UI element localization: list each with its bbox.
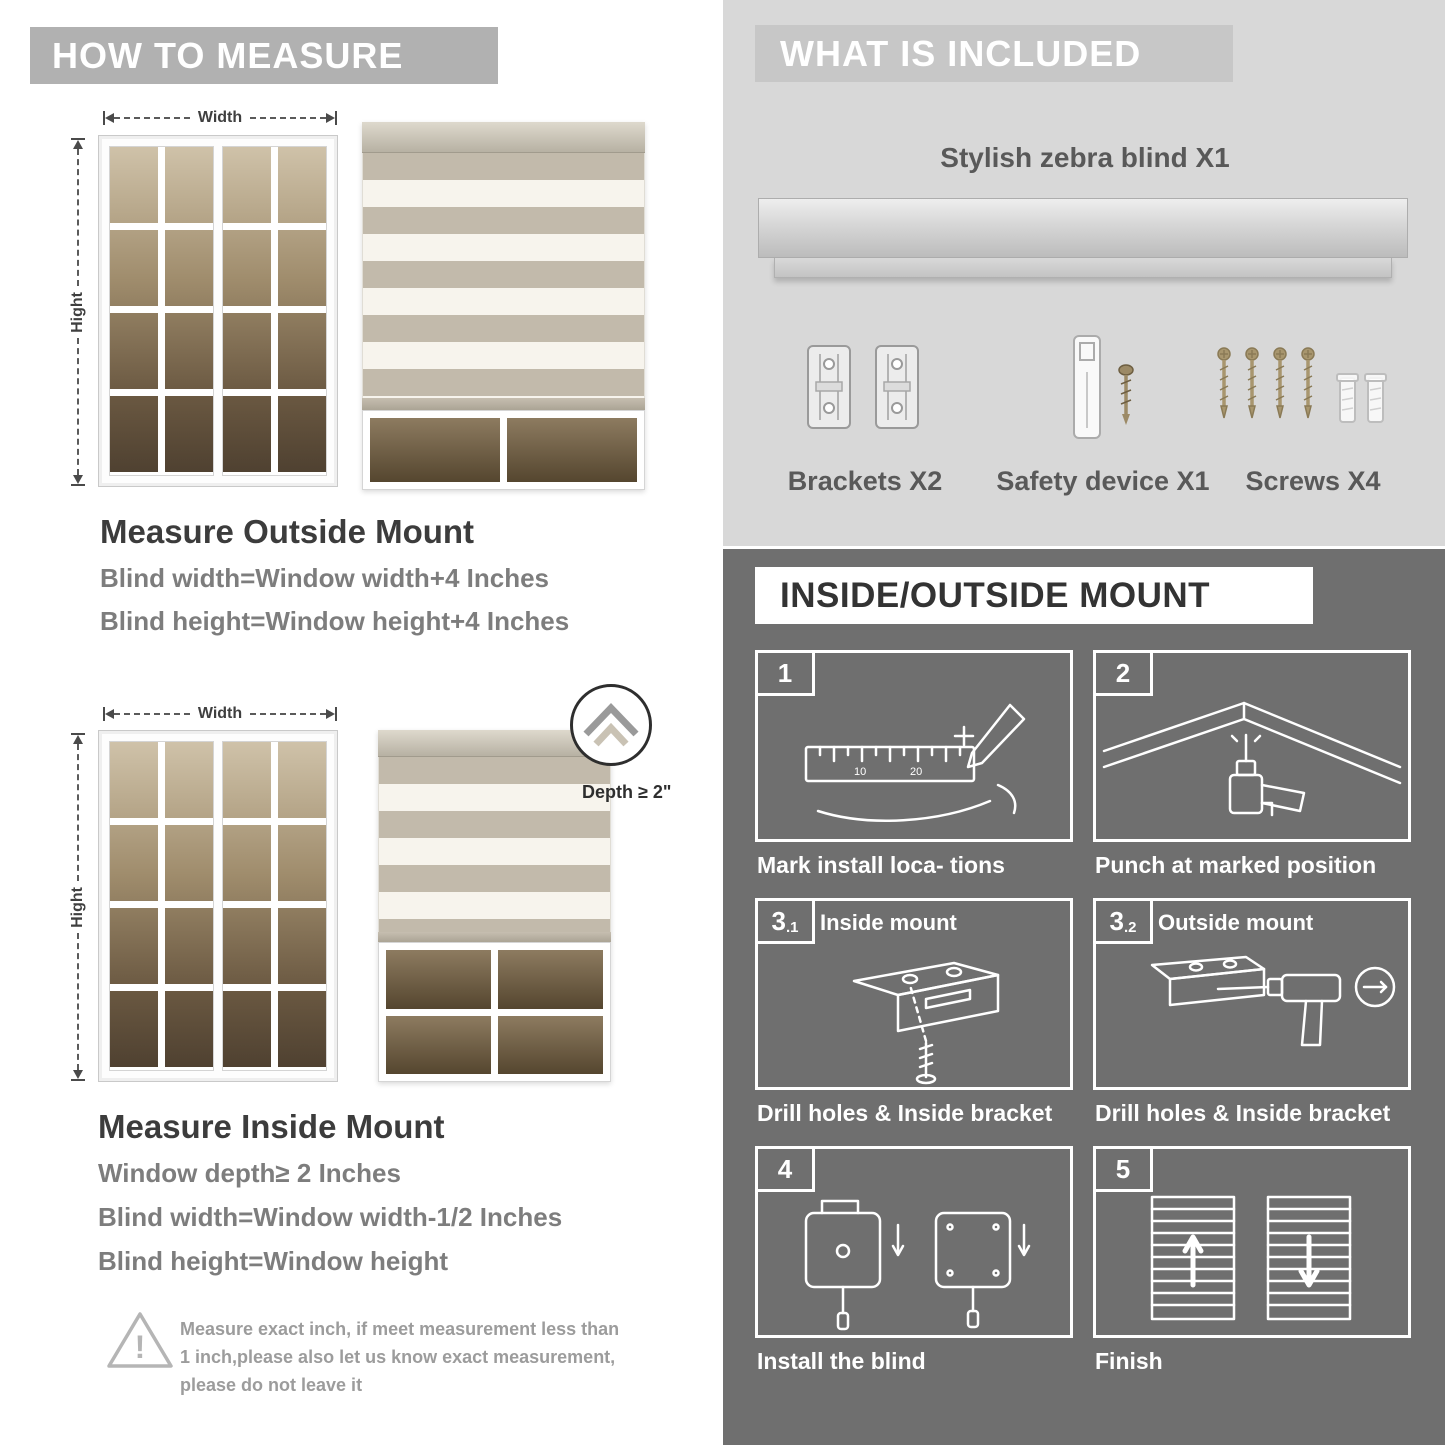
arrow-right-icon <box>326 113 335 123</box>
width-label: Width <box>197 705 243 722</box>
step-caption-3-2: Drill holes & Inside bracket <box>1095 1100 1391 1126</box>
window-pane <box>498 950 603 1009</box>
safety-device-label: Safety device X1 <box>996 466 1210 496</box>
screws-and-anchors-icon <box>1212 342 1402 437</box>
height-arrow: Hight <box>68 733 88 1081</box>
step-card-4: 4 <box>755 1146 1073 1338</box>
window-sash <box>222 146 327 476</box>
step-caption-2: Punch at marked position <box>1095 852 1377 878</box>
arrow-down-icon <box>73 1070 83 1079</box>
window-below-blind <box>378 942 611 1082</box>
width-label: Width <box>197 109 243 126</box>
window-pane <box>386 1015 491 1074</box>
svg-text:!: ! <box>135 1329 146 1365</box>
blind-bottom-rail <box>362 398 645 411</box>
step-inline-label: Inside mount <box>820 910 957 935</box>
arrow-left-icon <box>105 709 114 719</box>
step-number: 2 <box>1096 653 1153 696</box>
frame-corner-icon <box>583 702 639 747</box>
measurement-note: Measure exact inch, if meet measurement … <box>180 1319 620 1395</box>
depth-callout-circle <box>570 684 652 766</box>
safety-device-icon <box>1066 330 1108 449</box>
window-sash <box>109 146 214 476</box>
arrow-right-icon <box>326 709 335 719</box>
step-card-3-1: 3.1 Inside mount <box>755 898 1073 1090</box>
warning-triangle-icon: ! <box>105 1308 175 1377</box>
blind-headrail-illustration <box>758 198 1408 258</box>
product-name-label: Stylish zebra blind X1 <box>940 142 1230 173</box>
outside-mount-width-formula: Blind width=Window width+4 Inches <box>100 563 549 593</box>
screws-label: Screws X4 <box>1245 466 1381 496</box>
window-pane <box>498 1015 603 1074</box>
install-blind-illustration <box>804 1199 1031 1331</box>
window-below-blind <box>362 410 645 490</box>
what-is-included-banner: WHAT IS INCLUDED <box>755 25 1233 82</box>
step-number: 3.2 <box>1096 901 1153 944</box>
blind-headrail <box>362 122 645 153</box>
step-caption-4: Install the blind <box>757 1348 926 1374</box>
step-inline-label: Outside mount <box>1158 910 1314 935</box>
window-sash <box>222 741 327 1071</box>
drill-position-illustration <box>1102 701 1402 817</box>
blind-valance-illustration <box>774 258 1392 278</box>
step-card-5: 5 <box>1093 1146 1411 1338</box>
how-to-measure-banner: HOW TO MEASURE <box>30 27 498 84</box>
step-card-3-2: 3.2 Outside mount <box>1093 898 1411 1090</box>
window-sash <box>109 741 214 1071</box>
arrow-up-icon <box>73 735 83 744</box>
step-number: 1 <box>758 653 815 696</box>
window-pane <box>386 950 491 1009</box>
step-number: 5 <box>1096 1149 1153 1192</box>
screw-icon <box>1116 362 1136 433</box>
arrow-left-icon <box>105 113 114 123</box>
inside-outside-mount-banner: INSIDE/OUTSIDE MOUNT <box>755 567 1313 624</box>
step-caption-3-1: Drill holes & Inside bracket <box>757 1100 1053 1126</box>
width-arrow: Width <box>103 109 337 126</box>
width-arrow: Width <box>103 705 337 722</box>
step-number: 3.1 <box>758 901 815 944</box>
step-card-1: 1 10 20 <box>755 650 1073 842</box>
mark-location-illustration: 10 20 <box>804 703 1026 822</box>
step-number: 4 <box>758 1149 815 1192</box>
inside-mount-height-formula: Blind height=Window height <box>98 1246 448 1276</box>
window-pane <box>507 418 637 482</box>
inside-mount-depth-rule: Window depth≥ 2 Inches <box>98 1158 401 1188</box>
zebra-blind-outside-illustration <box>362 122 645 490</box>
svg-text:10: 10 <box>854 766 866 778</box>
blind-bottom-rail <box>378 932 611 943</box>
depth-requirement-label: Depth ≥ 2" <box>582 782 672 802</box>
height-arrow: Hight <box>68 138 88 486</box>
step-caption-5: Finish <box>1095 1348 1163 1374</box>
inside-mount-title: Measure Inside Mount <box>98 1108 445 1145</box>
window-photo-outside-mount <box>98 135 338 487</box>
arrow-down-icon <box>73 475 83 484</box>
finished-blinds-illustration <box>1150 1195 1352 1321</box>
height-label: Hight <box>69 886 86 928</box>
brackets-label: Brackets X2 <box>787 466 943 496</box>
bracket-icon <box>800 340 858 439</box>
window-photo-inside-mount <box>98 730 338 1082</box>
arrow-up-icon <box>73 140 83 149</box>
outside-mount-title: Measure Outside Mount <box>100 513 475 550</box>
bracket-icon <box>868 340 926 439</box>
height-label: Hight <box>69 291 86 333</box>
window-pane <box>370 418 500 482</box>
svg-text:20: 20 <box>910 766 922 778</box>
inside-mount-width-formula: Blind width=Window width-1/2 Inches <box>98 1202 563 1232</box>
outside-bracket-illustration <box>1150 955 1396 1047</box>
inside-bracket-illustration <box>852 961 1000 1085</box>
outside-mount-height-formula: Blind height=Window height+4 Inches <box>100 606 570 636</box>
blind-stripes <box>378 756 611 933</box>
step-caption-1: Mark install loca- tions <box>757 852 1005 878</box>
blind-stripes <box>362 152 645 399</box>
zebra-blind-inside-illustration <box>378 730 611 1082</box>
step-card-2: 2 <box>1093 650 1411 842</box>
